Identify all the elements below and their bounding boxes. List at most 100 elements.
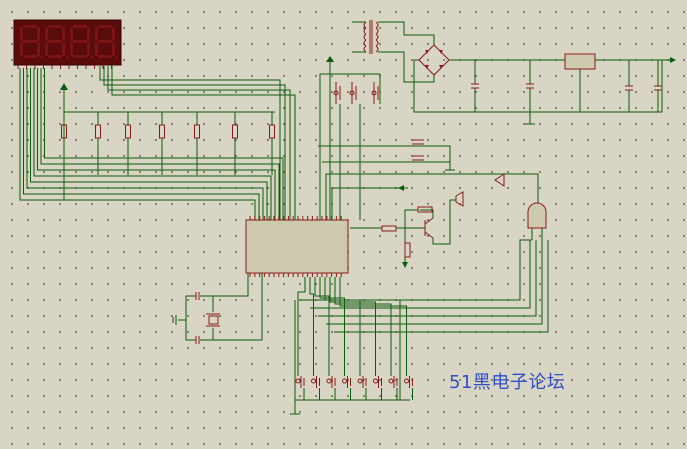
transformer-coil [375, 27, 379, 35]
wire [378, 51, 435, 83]
wire [19, 68, 256, 220]
seven-segment-display [13, 19, 122, 69]
wire [103, 66, 286, 220]
wire [44, 68, 284, 220]
transformer-coil [363, 33, 367, 41]
digit-segment [48, 25, 62, 28]
microcontroller [245, 216, 349, 277]
digit-segment [70, 42, 73, 56]
resistor [194, 124, 200, 139]
ic-body [245, 219, 349, 274]
transformer-coil [363, 21, 367, 29]
button-node [357, 378, 363, 384]
wire [420, 209, 434, 218]
resistor [61, 124, 67, 139]
digit-segment [95, 27, 98, 41]
transistor [424, 217, 434, 225]
digit-segment [20, 27, 23, 41]
digit-dot [40, 55, 44, 59]
button-node [295, 378, 301, 384]
digit-segment [62, 27, 65, 41]
wire [212, 273, 263, 341]
wire [334, 240, 549, 333]
wire [111, 66, 296, 220]
transformer-coil [363, 45, 367, 53]
arrow-icon [402, 262, 408, 268]
digit-segment [112, 27, 115, 41]
digit-segment [98, 55, 112, 58]
wire [300, 239, 532, 301]
resistor [159, 124, 165, 139]
resistor [269, 124, 275, 139]
digit-segment [70, 27, 73, 41]
wire [413, 59, 663, 113]
digit-segment [45, 42, 48, 56]
transformer [363, 20, 379, 54]
wire [318, 145, 451, 170]
wire [339, 277, 407, 376]
arrow-icon [326, 56, 334, 62]
digit-segment [73, 55, 87, 58]
digit-segment [23, 40, 37, 43]
digit-segment [87, 42, 90, 56]
voltage-regulator [564, 53, 676, 70]
wire [325, 173, 539, 220]
digit-dot [65, 55, 69, 59]
resistor [417, 206, 433, 213]
digit-segment [20, 42, 23, 56]
digit-segment [112, 42, 115, 56]
wire [309, 277, 314, 376]
digit-segment [73, 25, 87, 28]
resistor [95, 124, 101, 139]
wire [314, 277, 330, 376]
switch-node [371, 90, 377, 96]
bridge-rectifier [418, 44, 450, 76]
digit-segment [48, 55, 62, 58]
wires [19, 21, 672, 414]
wire [319, 277, 345, 376]
wire [26, 68, 264, 220]
button-node [342, 378, 347, 384]
digit-segment [45, 27, 48, 41]
diode-icon [425, 50, 429, 54]
wire [318, 240, 537, 317]
button-node [311, 378, 316, 384]
bridge-outline [418, 44, 450, 76]
button-node [404, 378, 409, 384]
digit-segment [48, 40, 62, 43]
wire [319, 73, 381, 220]
transformer-coil [375, 45, 379, 53]
transformer-coil [363, 39, 367, 47]
crystal-body [208, 315, 219, 325]
digit-segment [87, 27, 90, 41]
arrow-icon [670, 57, 676, 63]
diode-icon [425, 65, 429, 69]
wire [331, 187, 408, 220]
digit-dot [90, 55, 94, 59]
button-node [388, 378, 394, 384]
wire [378, 21, 435, 45]
buzzer [494, 173, 505, 187]
wire [300, 299, 401, 400]
digit-segment [98, 40, 112, 43]
wire [33, 68, 272, 220]
switch-node [349, 90, 355, 96]
arrow-icon [398, 185, 404, 191]
digit-segment [37, 42, 40, 56]
wire [329, 277, 376, 376]
digit-segment [62, 42, 65, 56]
transformer-coil [375, 33, 379, 41]
wire [23, 68, 260, 220]
digit-segment [98, 25, 112, 28]
digit-segment [37, 27, 40, 41]
diode-icon [439, 65, 443, 69]
wire [212, 273, 249, 312]
digit-segment [23, 25, 37, 28]
wire [30, 68, 268, 220]
transformer-coil [363, 27, 367, 35]
watermark-label: 51黑电子论坛 [449, 372, 566, 393]
wire [297, 277, 306, 376]
crystal-oscillator [172, 292, 220, 344]
resistor [404, 242, 411, 258]
